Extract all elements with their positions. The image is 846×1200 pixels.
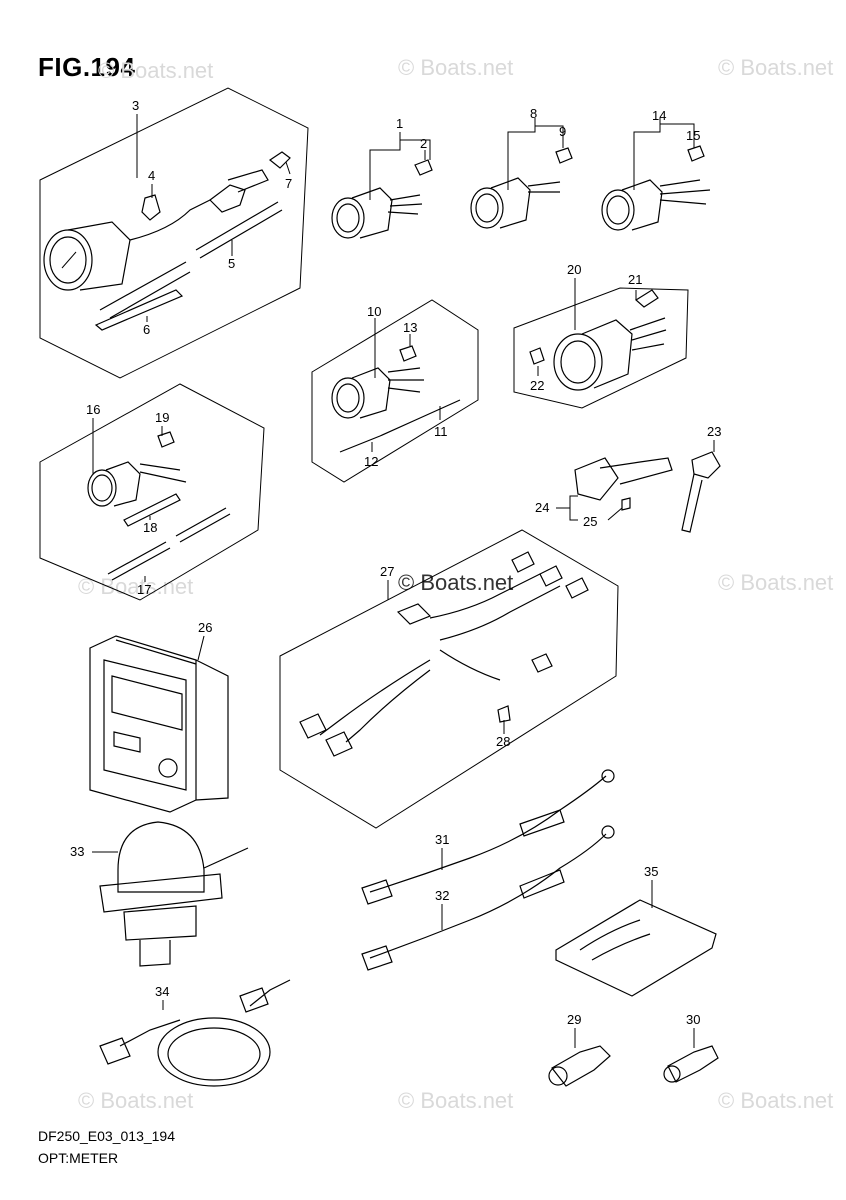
- diagram-code: DF250_E03_013_194: [38, 1128, 176, 1144]
- group-3-box: [39, 87, 309, 379]
- watermark: © Boats.net: [398, 1088, 514, 1113]
- callout-32: 32: [435, 888, 449, 903]
- callout-34: 34: [155, 984, 169, 999]
- gauge-14: [601, 145, 711, 231]
- gauge-8: [470, 147, 573, 229]
- callout-17: 17: [137, 582, 151, 597]
- group-20-box: [513, 287, 689, 409]
- watermark: © Boats.net: [78, 1088, 194, 1113]
- callout-15: 15: [686, 128, 700, 143]
- callout-23: 23: [707, 424, 721, 439]
- callout-12: 12: [364, 454, 378, 469]
- callout-21: 21: [628, 272, 642, 287]
- callout-33: 33: [70, 844, 84, 859]
- callout-11: 11: [434, 424, 448, 439]
- figure-title: FIG.194: [38, 52, 136, 82]
- diagram-name: OPT:METER: [38, 1150, 119, 1166]
- watermark: © Boats.net: [78, 574, 194, 599]
- lever-23: [681, 451, 721, 533]
- sensor-30: [663, 1045, 719, 1083]
- switch-24: [574, 457, 673, 511]
- callout-20: 20: [567, 262, 581, 277]
- antenna-33: [99, 821, 249, 967]
- callout-16: 16: [86, 402, 100, 417]
- callout-5: 5: [228, 256, 235, 271]
- callout-35: 35: [644, 864, 658, 879]
- group-10-box: [311, 299, 479, 483]
- callout-10: 10: [367, 304, 381, 319]
- callout-6: 6: [143, 322, 150, 337]
- callout-18: 18: [143, 520, 157, 535]
- callout-3: 3: [132, 98, 139, 113]
- callout-4: 4: [148, 168, 155, 183]
- gauge-3: [43, 199, 211, 291]
- group-16-box: [39, 383, 265, 601]
- group-27-box: [279, 529, 619, 829]
- callout-19: 19: [155, 410, 169, 425]
- watermark: © Boats.net: [398, 55, 514, 80]
- callout-7: 7: [285, 176, 292, 191]
- callout-8: 8: [530, 106, 537, 121]
- callout-28: 28: [496, 734, 510, 749]
- callout-31: 31: [435, 832, 449, 847]
- harness-32: [361, 825, 615, 971]
- watermark-center: © Boats.net: [398, 570, 514, 595]
- callout-26: 26: [198, 620, 212, 635]
- callout-2: 2: [420, 136, 427, 151]
- callout-labels: 1 2 3 4 5 6 7 8 9 10 11 12 13 14 15 16 1…: [70, 98, 721, 1027]
- callout-25: 25: [583, 514, 597, 529]
- callout-14: 14: [652, 108, 666, 123]
- callout-30: 30: [686, 1012, 700, 1027]
- leader-lines: [92, 114, 715, 1048]
- callout-1: 1: [396, 116, 403, 131]
- watermark: © Boats.net: [718, 570, 834, 595]
- bag-35: [555, 899, 717, 997]
- watermark: © Boats.net: [718, 1088, 834, 1113]
- sensor-29: [548, 1045, 611, 1087]
- watermark: © Boats.net: [718, 55, 834, 80]
- gauge-1: [331, 159, 433, 239]
- callout-29: 29: [567, 1012, 581, 1027]
- callout-9: 9: [559, 124, 566, 139]
- callout-24: 24: [535, 500, 549, 515]
- callout-27: 27: [380, 564, 394, 579]
- cable-34: [99, 979, 291, 1087]
- display-26: [89, 635, 229, 813]
- callout-13: 13: [403, 320, 417, 335]
- callout-22: 22: [530, 378, 544, 393]
- watermark: © Boats.net: [98, 58, 214, 83]
- harness-31: [361, 769, 615, 905]
